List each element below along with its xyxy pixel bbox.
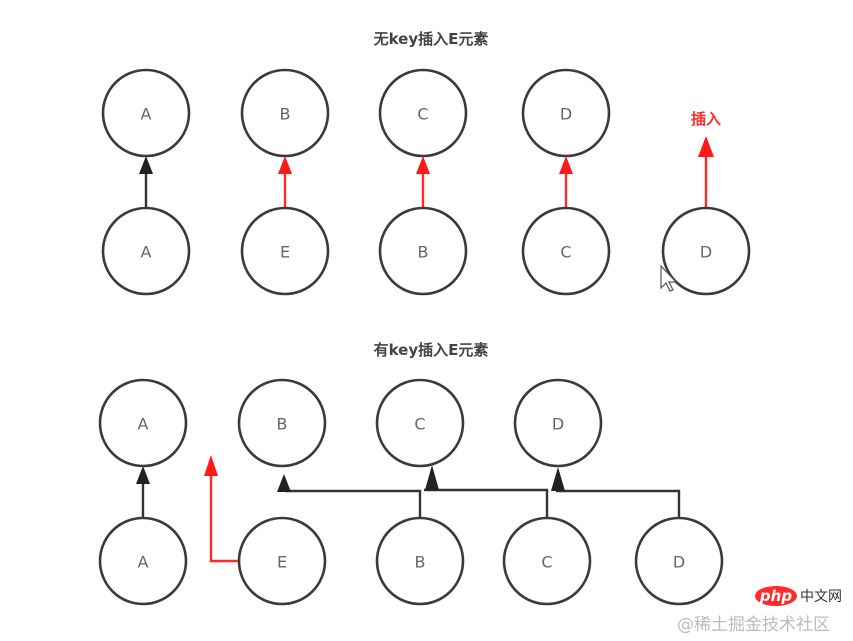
arrow-head-icon: [416, 156, 430, 174]
link-d-d: [556, 489, 681, 517]
svg-text:C: C: [560, 243, 571, 262]
arrow-head-icon: [698, 136, 714, 157]
new-node-d: D: [661, 206, 751, 296]
svg-text:C: C: [417, 105, 428, 124]
svg-text:D: D: [673, 553, 685, 572]
old-node-b: B: [237, 378, 327, 468]
watermark-text: @稀土掘金技术社区: [677, 615, 830, 635]
svg-text:D: D: [552, 415, 564, 434]
new-node-b: B: [375, 516, 465, 606]
old-node-b: B: [240, 68, 330, 158]
old-node-c: C: [378, 68, 468, 158]
php-logo-suffix: 中文网: [800, 589, 842, 605]
svg-text:D: D: [560, 105, 572, 124]
insert-label: 插入: [691, 110, 721, 128]
svg-text:C: C: [414, 415, 425, 434]
svg-text:E: E: [277, 553, 287, 572]
arrow-head-icon: [277, 474, 291, 492]
old-node-d: D: [521, 68, 611, 158]
arrow-head-icon: [204, 455, 218, 476]
svg-text:A: A: [141, 105, 152, 124]
new-node-e: E: [237, 516, 327, 606]
new-node-c: C: [521, 206, 611, 296]
php-logo-text: php: [759, 587, 792, 605]
arrow-head-icon: [559, 156, 573, 174]
old-node-d: D: [513, 378, 603, 468]
no-key-title: 无key插入E元素: [373, 30, 489, 48]
svg-text:C: C: [541, 553, 552, 572]
new-node-b: B: [378, 206, 468, 296]
svg-text:A: A: [138, 553, 149, 572]
svg-text:A: A: [138, 415, 149, 434]
link-c-c: [424, 488, 549, 517]
php-logo: php 中文网: [755, 586, 842, 606]
old-node-c: C: [375, 378, 465, 468]
svg-text:B: B: [415, 553, 426, 572]
svg-text:B: B: [277, 415, 288, 434]
arrow-head-icon: [139, 156, 153, 174]
with-key-title: 有key插入E元素: [374, 341, 489, 359]
new-node-a: A: [101, 206, 191, 296]
new-node-d: D: [634, 516, 724, 606]
link-e-insert: [209, 475, 239, 563]
svg-text:A: A: [141, 243, 152, 262]
arrow-head-icon: [425, 465, 439, 490]
new-node-c: C: [502, 516, 592, 606]
mouse-cursor-icon: [660, 264, 678, 292]
link-b-b: [285, 489, 422, 517]
svg-text:B: B: [418, 243, 429, 262]
arrow-head-icon: [136, 466, 150, 484]
new-node-a: A: [98, 516, 188, 606]
svg-text:B: B: [280, 105, 291, 124]
svg-text:D: D: [700, 243, 712, 262]
svg-text:E: E: [280, 243, 290, 262]
old-node-a: A: [101, 68, 191, 158]
new-node-e: E: [240, 206, 330, 296]
old-node-a: A: [98, 378, 188, 468]
arrow-head-icon: [278, 156, 292, 174]
arrow-head-icon: [551, 467, 565, 491]
